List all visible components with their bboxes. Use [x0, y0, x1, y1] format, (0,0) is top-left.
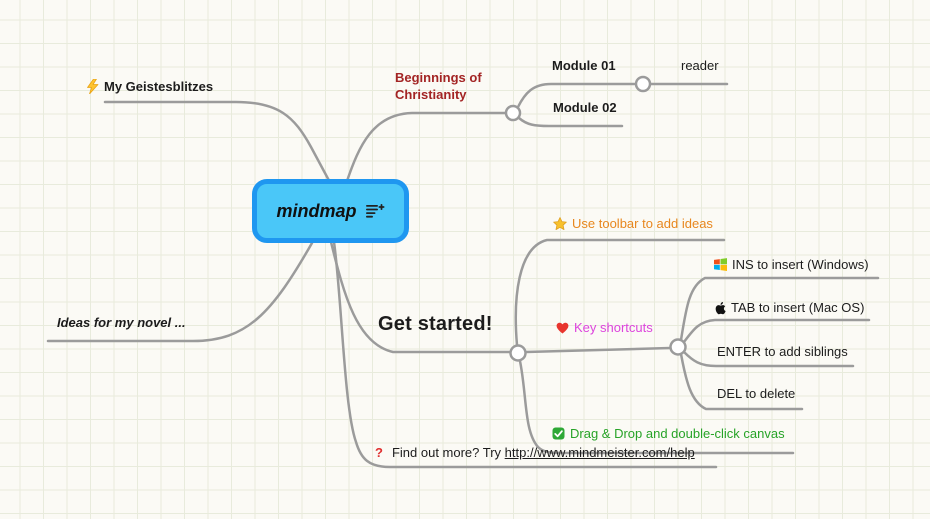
node-enter-add-siblings[interactable]: ENTER to add siblings [717, 344, 848, 359]
connector-key-shortcuts [524, 346, 672, 354]
connector-del-delete [679, 352, 804, 411]
connector-ins-windows [679, 276, 880, 342]
connector-tab-mac [682, 318, 871, 344]
node-label: Module 02 [553, 100, 617, 115]
node-del-to-delete[interactable]: DEL to delete [717, 386, 795, 401]
check-icon [552, 427, 565, 440]
connector-use-toolbar [514, 238, 726, 347]
node-module-02[interactable]: Module 02 [553, 100, 617, 115]
node-tab-to-insert[interactable]: TAB to insert (Mac OS) [714, 300, 864, 315]
collapse-handle-get-started[interactable] [509, 344, 527, 362]
collapse-handle-beginnings[interactable] [504, 104, 522, 122]
node-get-started[interactable]: Get started! [378, 313, 493, 336]
connector-module-01 [516, 82, 638, 109]
node-label: Drag & Drop and double-click canvas [570, 426, 785, 441]
connector-find-out-more [332, 240, 718, 469]
node-find-out-more[interactable]: ? Find out more? Try http://www.mindmeis… [375, 445, 695, 460]
connector-beginnings [345, 111, 508, 183]
node-label: Ideas for my novel ... [57, 315, 186, 330]
node-key-shortcuts[interactable]: Key shortcuts [556, 320, 653, 335]
node-beginnings-of-christianity[interactable]: Beginnings of Christianity [395, 69, 495, 103]
add-notes-icon[interactable] [365, 203, 385, 219]
node-label: Get started! [378, 313, 493, 335]
node-module-01[interactable]: Module 01 [552, 58, 616, 73]
node-drag-and-drop[interactable]: Drag & Drop and double-click canvas [552, 426, 785, 441]
node-label: Key shortcuts [574, 320, 653, 335]
node-use-toolbar[interactable]: Use toolbar to add ideas [553, 216, 713, 231]
collapse-handle-module-01[interactable] [634, 75, 652, 93]
root-node-mindmap[interactable]: mindmap [252, 179, 409, 243]
node-label: Find out more? Try http://www.mindmeiste… [391, 445, 695, 460]
node-label: INS to insert (Windows) [732, 257, 869, 272]
node-label: ENTER to add siblings [717, 344, 848, 359]
connector-module-02 [517, 116, 624, 128]
node-reader[interactable]: reader [681, 58, 719, 73]
node-ideas-for-my-novel[interactable]: Ideas for my novel ... [57, 315, 186, 330]
connector-drag-drop [518, 359, 795, 455]
node-label: Module 01 [552, 58, 616, 73]
root-node-label: mindmap [276, 200, 357, 221]
help-link[interactable]: http://www.mindmeister.com/help [504, 445, 695, 460]
collapse-handle-key-shortcuts[interactable] [669, 338, 687, 356]
node-label: Use toolbar to add ideas [572, 216, 713, 231]
question-icon: ? [375, 445, 383, 460]
node-label: Beginnings of Christianity [395, 70, 482, 102]
node-label: reader [681, 58, 719, 73]
apple-icon [714, 301, 726, 315]
lightning-icon [86, 79, 99, 94]
node-label: TAB to insert (Mac OS) [731, 300, 865, 315]
node-label: DEL to delete [717, 386, 796, 401]
connector-enter-siblings [682, 350, 855, 368]
node-my-geistesblitzes[interactable]: My Geistesblitzes [86, 79, 213, 94]
heart-icon [556, 322, 569, 334]
star-icon [553, 217, 567, 230]
connector-my-geistesblitzes [103, 100, 335, 190]
node-label: My Geistesblitzes [104, 79, 214, 94]
connector-ideas-novel [46, 241, 314, 343]
windows-icon [714, 258, 727, 271]
node-ins-to-insert[interactable]: INS to insert (Windows) [714, 257, 869, 272]
